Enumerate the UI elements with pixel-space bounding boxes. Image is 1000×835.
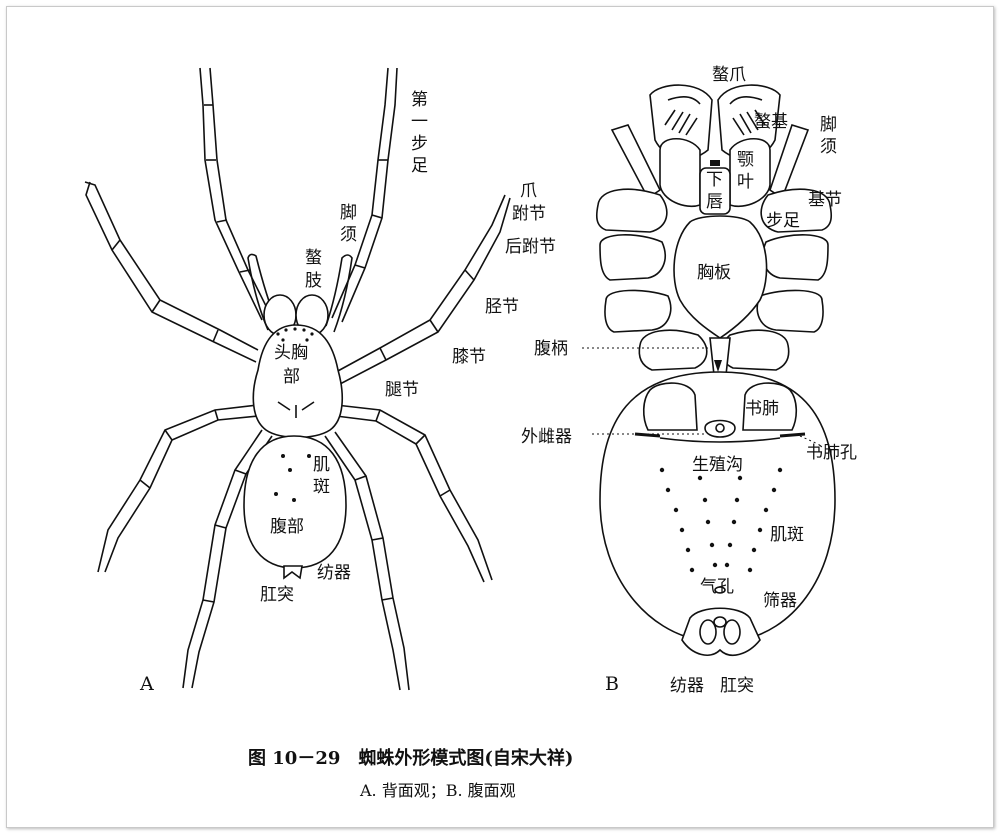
caption-subtitle: A. 背面观；B. 腹面观 bbox=[359, 781, 516, 800]
leader-book-lung-slit bbox=[799, 435, 819, 445]
panel-letter-b: B bbox=[605, 673, 619, 695]
label-spinnerets-a: 纺器 bbox=[317, 563, 351, 583]
label-walking-leg: 步足 bbox=[766, 211, 800, 231]
label-pedipalp-a-2: 须 bbox=[340, 225, 357, 245]
dorsal-labels: 第 一 步 足 爪 跗节 后跗节 胫节 膝节 腿节 脚 须 螯 肢 头胸 部 肌… bbox=[139, 90, 556, 695]
ventral-mouthparts bbox=[659, 137, 771, 215]
ventral-labels: 螯爪 螯基 脚 须 下 唇 颚 叶 基节 步足 胸板 腹柄 外雌器 书肺 书肺孔… bbox=[521, 65, 857, 696]
ventral-book-lungs bbox=[634, 382, 806, 438]
label-first-leg-1: 第 bbox=[411, 90, 428, 110]
epigastric-furrow bbox=[659, 437, 781, 443]
dorsal-pedipalp-pair bbox=[247, 253, 353, 333]
label-labium-1: 下 bbox=[706, 170, 723, 190]
label-epigynum: 外雌器 bbox=[521, 427, 572, 447]
label-cephalothorax-2: 部 bbox=[283, 367, 300, 387]
label-muscle-spots-a-1: 肌 bbox=[313, 455, 330, 475]
label-first-leg-4: 足 bbox=[411, 156, 428, 176]
label-cephalothorax-1: 头胸 bbox=[274, 343, 308, 363]
ventral-muscle-spot-rows bbox=[659, 467, 783, 573]
label-book-lung-slit: 书肺孔 bbox=[806, 443, 857, 463]
label-book-lung: 书肺 bbox=[745, 399, 779, 419]
ventral-spinnerets bbox=[681, 607, 761, 656]
label-epigastric-furrow: 生殖沟 bbox=[692, 455, 743, 475]
label-chelicera-base: 螯基 bbox=[754, 112, 788, 132]
label-coxa: 基节 bbox=[808, 190, 842, 210]
spiracle bbox=[714, 586, 726, 594]
label-first-leg-2: 一 bbox=[411, 112, 428, 132]
dorsal-spider-drawing bbox=[84, 67, 511, 691]
label-maxilla-1: 颚 bbox=[737, 150, 754, 170]
ventral-abdomen bbox=[599, 371, 836, 641]
dorsal-leg-right-4 bbox=[324, 431, 410, 691]
label-anal-tubercle-a: 肛突 bbox=[260, 585, 294, 605]
label-pedipalp-a-1: 脚 bbox=[340, 203, 357, 223]
ventral-coxae bbox=[595, 188, 833, 371]
label-pedipalp-b-2: 须 bbox=[820, 137, 837, 157]
dorsal-leg-right-1 bbox=[331, 67, 398, 323]
dorsal-spinnerets bbox=[283, 565, 303, 580]
dorsal-abdomen bbox=[243, 435, 347, 569]
label-pedipalp-b-1: 脚 bbox=[820, 115, 837, 135]
label-patella: 膝节 bbox=[452, 347, 486, 367]
ventral-pedicel bbox=[709, 337, 731, 376]
label-pedicel: 腹柄 bbox=[534, 339, 568, 359]
label-femur: 腿节 bbox=[385, 380, 419, 400]
label-chelicera-2: 肢 bbox=[305, 271, 322, 291]
dorsal-leg-left-3 bbox=[97, 404, 259, 573]
label-anal-tubercle-b: 肛突 bbox=[720, 676, 754, 696]
ventral-sternum bbox=[673, 215, 768, 339]
dorsal-leg-right-2 bbox=[335, 194, 511, 385]
dorsal-leg-left-2 bbox=[84, 181, 259, 363]
pedicel-mark bbox=[714, 360, 722, 372]
dorsal-eye-dots bbox=[276, 327, 314, 342]
dorsal-leg-right-3 bbox=[335, 404, 493, 583]
label-claw: 爪 bbox=[520, 181, 537, 201]
label-labium-2: 唇 bbox=[706, 192, 723, 212]
label-metatarsus: 后跗节 bbox=[505, 237, 556, 257]
ventral-epigynum bbox=[704, 419, 736, 438]
label-tibia: 胫节 bbox=[485, 297, 519, 317]
label-cribellum: 筛器 bbox=[763, 591, 797, 611]
label-muscle-spots-b: 肌斑 bbox=[770, 525, 804, 545]
label-muscle-spots-a-2: 斑 bbox=[313, 477, 330, 497]
label-spinnerets-b: 纺器 bbox=[670, 676, 704, 696]
ventral-pedipalps bbox=[610, 124, 810, 200]
label-tarsus: 跗节 bbox=[512, 204, 546, 224]
caption-title: 图 10－29 蜘蛛外形模式图(自宋大祥) bbox=[248, 747, 573, 769]
label-sternum: 胸板 bbox=[697, 263, 731, 283]
label-fang: 螯爪 bbox=[712, 65, 746, 85]
label-spiracle: 气孔 bbox=[700, 577, 734, 597]
figure-frame bbox=[6, 6, 994, 828]
label-first-leg-3: 步 bbox=[411, 134, 428, 154]
dorsal-abdomen-muscle-spots bbox=[274, 454, 311, 502]
ventral-spider-drawing bbox=[582, 84, 836, 656]
label-maxilla-2: 叶 bbox=[737, 172, 754, 192]
panel-letter-a: A bbox=[139, 673, 154, 695]
dorsal-fovea-lines bbox=[277, 401, 315, 418]
label-chelicera-1: 螯 bbox=[305, 248, 322, 268]
figure-caption: 图 10－29 蜘蛛外形模式图(自宋大祥) A. 背面观；B. 腹面观 bbox=[248, 747, 573, 800]
dorsal-leg-left-1 bbox=[199, 67, 273, 321]
label-abdomen: 腹部 bbox=[270, 517, 304, 537]
